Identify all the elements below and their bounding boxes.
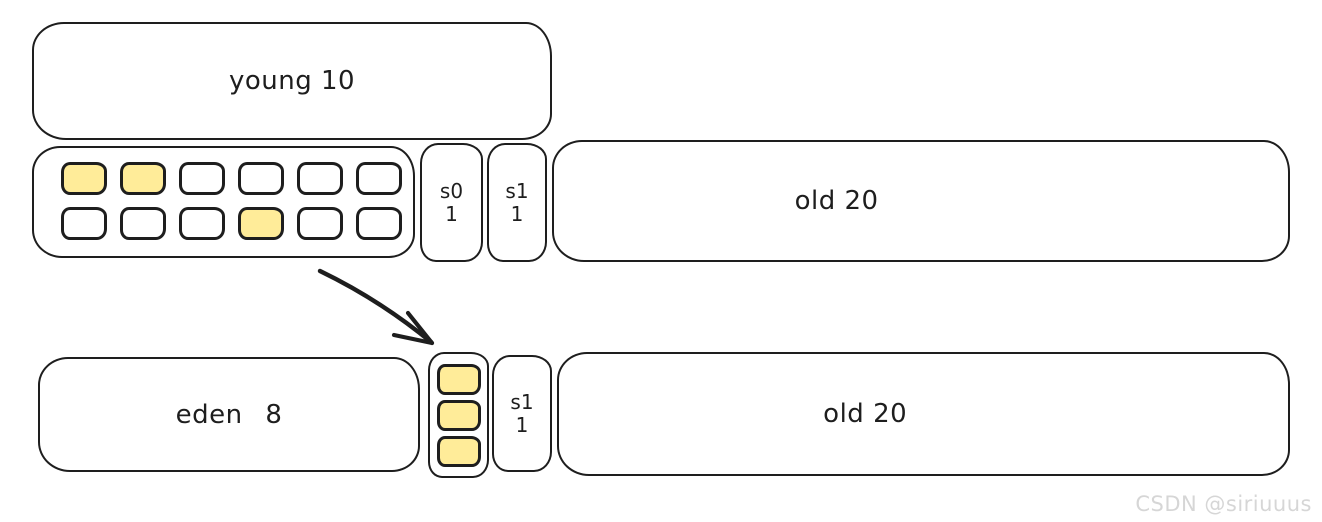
young-generation-label: young 10 — [228, 66, 356, 96]
survivor0-box: s0 1 — [420, 143, 483, 262]
survivor0-size: 1 — [445, 201, 458, 226]
object-cell-live — [238, 207, 284, 240]
eden-cell-row — [61, 207, 413, 240]
survivor1-label: s1 — [505, 178, 529, 203]
object-cell-empty — [356, 162, 402, 195]
promotion-arrow-icon — [317, 268, 435, 346]
object-cell-empty — [61, 207, 107, 240]
eden-cell-row — [61, 162, 413, 195]
young-generation-box: young 10 — [32, 22, 552, 140]
survivor1-size: 1 — [510, 201, 524, 226]
object-cell-live — [61, 162, 107, 195]
survivor-object-cell — [436, 400, 481, 431]
old-generation-after-gc-box: old 20 — [557, 352, 1290, 476]
old-generation-after-gc-label: old 20 — [823, 399, 908, 429]
survivor0-label: s0 — [439, 178, 464, 203]
eden-objects-box — [32, 146, 415, 258]
object-cell-empty — [297, 207, 343, 240]
survivor1-box: s1 1 — [487, 143, 547, 262]
object-cell-empty — [297, 162, 343, 195]
survivor-object-cell — [436, 364, 481, 395]
object-cell-live — [120, 162, 166, 195]
eden-space-box: eden 8 — [38, 357, 420, 472]
survivor-object-stack — [430, 354, 487, 467]
survivor1-after-gc-box: s1 1 — [492, 355, 552, 472]
object-cell-empty — [179, 162, 225, 195]
object-cell-empty — [120, 207, 166, 240]
survivor-object-cell — [436, 436, 481, 467]
survivor1-after-gc-label: s1 — [510, 389, 534, 414]
csdn-watermark: CSDN @siriuuus — [1135, 492, 1312, 516]
survivor0-after-gc-box — [428, 352, 489, 478]
object-cell-empty — [356, 207, 402, 240]
eden-space-label: eden 8 — [175, 399, 283, 430]
eden-cell-grid — [34, 148, 413, 240]
old-generation-label: old 20 — [794, 186, 879, 216]
survivor1-after-gc-size: 1 — [515, 412, 529, 437]
old-generation-box: old 20 — [552, 140, 1290, 262]
object-cell-empty — [179, 207, 225, 240]
object-cell-empty — [238, 162, 284, 195]
